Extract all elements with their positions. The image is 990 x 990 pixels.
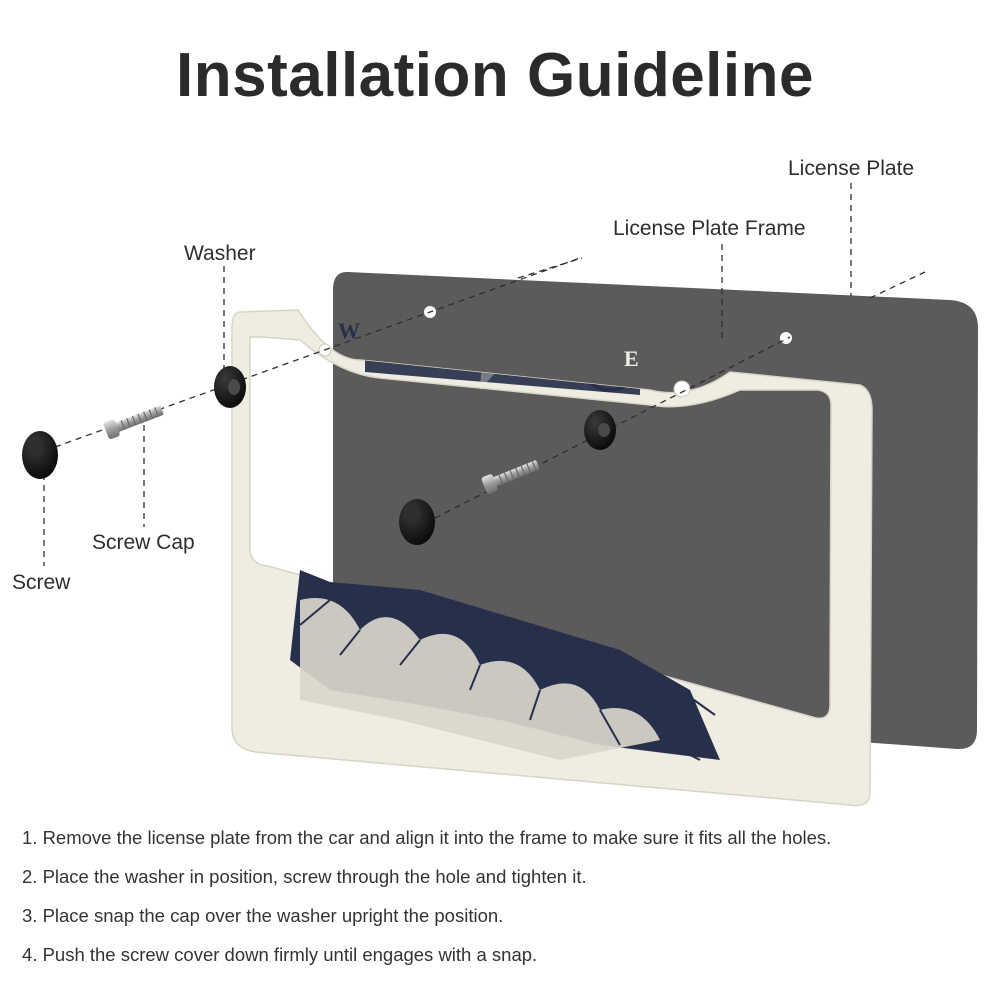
screw-cap-right bbox=[399, 499, 435, 545]
page-title: Installation Guideline bbox=[176, 41, 814, 110]
label-screw-cap: Screw Cap bbox=[92, 531, 195, 554]
screw-cap-left bbox=[22, 431, 58, 479]
frame-letter-west: W bbox=[338, 318, 360, 343]
label-license-plate: License Plate bbox=[788, 157, 914, 180]
label-washer: Washer bbox=[184, 242, 256, 265]
step-3: 3. Place snap the cap over the washer up… bbox=[22, 905, 504, 926]
step-4: 4. Push the screw cover down firmly unti… bbox=[22, 944, 538, 965]
installation-steps: 1. Remove the license plate from the car… bbox=[22, 818, 982, 974]
label-license-plate-frame: License Plate Frame bbox=[613, 217, 806, 240]
screw-left bbox=[103, 405, 164, 439]
step-2: 2. Place the washer in position, screw t… bbox=[22, 866, 587, 887]
step-1: 1. Remove the license plate from the car… bbox=[22, 827, 832, 848]
washer-left bbox=[214, 366, 246, 408]
label-screw: Screw bbox=[12, 571, 71, 594]
license-plate-frame: W E bbox=[231, 309, 873, 807]
frame-letter-east: E bbox=[624, 346, 639, 371]
plate-hole-right bbox=[780, 332, 792, 344]
frame-hole-right bbox=[673, 380, 691, 398]
washer-right bbox=[584, 410, 616, 450]
screw-right bbox=[481, 460, 540, 494]
